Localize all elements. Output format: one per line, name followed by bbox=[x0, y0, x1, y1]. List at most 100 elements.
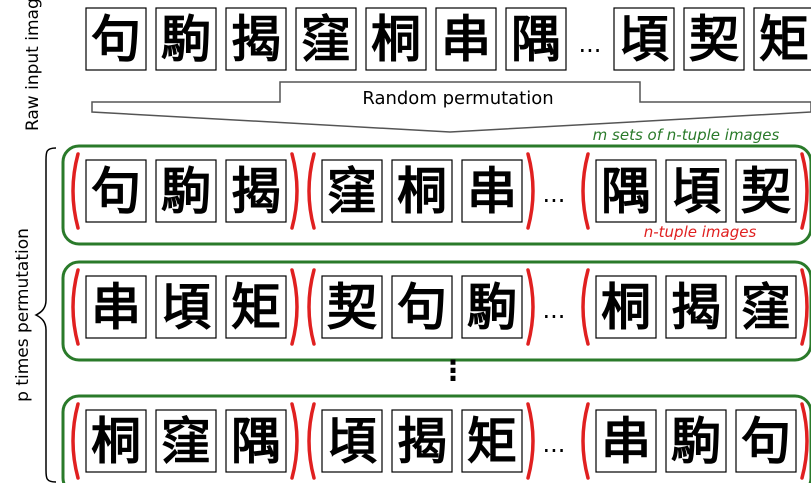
glyph-text: 矩 bbox=[231, 277, 281, 336]
tuple-bracket-left bbox=[307, 402, 316, 480]
glyph-text: 揭 bbox=[397, 411, 447, 470]
image-frame bbox=[155, 7, 217, 71]
tuple-image: 句 bbox=[735, 409, 797, 473]
image-frame bbox=[735, 409, 797, 473]
raw-image-4: 桐 bbox=[365, 7, 427, 71]
tuple-image: 串 bbox=[595, 409, 657, 473]
tuple-image: 句 bbox=[391, 275, 453, 339]
tuple-bracket-right bbox=[290, 152, 299, 230]
raw-image-8: 契 bbox=[683, 7, 745, 71]
tuple-bracket-right bbox=[800, 402, 809, 480]
tuple-bracket-right bbox=[526, 268, 535, 346]
ntuple-group: 桐窪隅 bbox=[71, 402, 299, 480]
glyph-text: 桐 bbox=[91, 411, 141, 470]
raw-ellipsis: ... bbox=[579, 30, 602, 58]
row-ellipsis: ... bbox=[543, 296, 566, 324]
image-frame bbox=[155, 409, 217, 473]
tuple-bracket-left bbox=[71, 152, 80, 230]
ntuple-group: 串駒句 bbox=[581, 402, 809, 480]
image-frame bbox=[225, 409, 287, 473]
image-frame bbox=[295, 7, 357, 71]
tuple-image: 駒 bbox=[461, 275, 523, 339]
tuple-image: 契 bbox=[321, 275, 383, 339]
tuple-image: 頃 bbox=[665, 159, 727, 223]
image-frame bbox=[321, 409, 383, 473]
tuple-image: 駒 bbox=[665, 409, 727, 473]
tuple-image: 頃 bbox=[321, 409, 383, 473]
tuple-image: 隅 bbox=[225, 409, 287, 473]
image-frame bbox=[85, 275, 147, 339]
tuple-image: 隅 bbox=[595, 159, 657, 223]
glyph-text: 揭 bbox=[231, 161, 281, 220]
image-frame bbox=[155, 159, 217, 223]
ntuple-group: 隅頃契 bbox=[581, 152, 809, 230]
raw-image-1: 駒 bbox=[155, 7, 217, 71]
tuple-image: 駒 bbox=[155, 159, 217, 223]
glyph-text: 窪 bbox=[741, 277, 791, 336]
tuple-bracket-right bbox=[800, 268, 809, 346]
tuple-bracket-left bbox=[581, 268, 590, 346]
tuple-image: 桐 bbox=[85, 409, 147, 473]
glyph-text: 串 bbox=[91, 277, 141, 336]
ntuple-group: 串頃矩 bbox=[71, 268, 299, 346]
tuple-image: 揭 bbox=[391, 409, 453, 473]
image-frame bbox=[391, 159, 453, 223]
image-frame bbox=[665, 409, 727, 473]
permutation-rows: 句駒揭窪桐串隅頃契...串頃矩契句駒桐揭窪...桐窪隅頃揭矩串駒句... bbox=[61, 144, 811, 483]
tuple-image: 串 bbox=[461, 159, 523, 223]
glyph-text: 句 bbox=[741, 411, 791, 470]
glyph-text: 駒 bbox=[161, 161, 211, 220]
row-ellipsis: ... bbox=[543, 430, 566, 458]
tuple-image: 串 bbox=[85, 275, 147, 339]
glyph-text: 揭 bbox=[231, 9, 281, 68]
glyph-text: 桐 bbox=[371, 9, 421, 68]
tuple-bracket-right bbox=[526, 152, 535, 230]
image-frame bbox=[613, 7, 675, 71]
tuple-bracket-left bbox=[581, 152, 590, 230]
glyph-text: 駒 bbox=[161, 9, 211, 68]
tuple-image: 矩 bbox=[461, 409, 523, 473]
image-frame bbox=[391, 275, 453, 339]
vertical-ellipsis: ⋮ bbox=[439, 354, 467, 387]
glyph-text: 串 bbox=[441, 9, 491, 68]
tuple-bracket-left bbox=[581, 402, 590, 480]
random-permutation-label: Random permutation bbox=[362, 88, 553, 109]
tuple-image: 桐 bbox=[595, 275, 657, 339]
tuple-image: 契 bbox=[735, 159, 797, 223]
glyph-text: 頃 bbox=[619, 9, 669, 68]
tuple-bracket-left bbox=[307, 268, 316, 346]
tuple-image: 頃 bbox=[155, 275, 217, 339]
raw-image-6: 隅 bbox=[505, 7, 567, 71]
image-frame bbox=[461, 159, 523, 223]
glyph-text: 隅 bbox=[511, 9, 561, 68]
glyph-text: 隅 bbox=[231, 411, 281, 470]
image-frame bbox=[321, 159, 383, 223]
image-frame bbox=[683, 7, 745, 71]
set-container bbox=[61, 144, 811, 246]
image-frame bbox=[595, 409, 657, 473]
raw-input-images: 句駒揭窪桐串隅頃契矩 bbox=[85, 7, 811, 71]
tuple-image: 窪 bbox=[155, 409, 217, 473]
ntuple-group: 契句駒 bbox=[307, 268, 535, 346]
permutation-row-2: 桐窪隅頃揭矩串駒句... bbox=[61, 394, 811, 483]
glyph-text: 契 bbox=[741, 161, 792, 220]
tuple-bracket-right bbox=[290, 268, 299, 346]
glyph-text: 句 bbox=[397, 277, 447, 336]
tuple-bracket-right bbox=[526, 402, 535, 480]
image-frame bbox=[461, 409, 523, 473]
tuple-image: 桐 bbox=[391, 159, 453, 223]
p-times-brace bbox=[34, 147, 57, 483]
image-frame bbox=[435, 7, 497, 71]
glyph-text: 隅 bbox=[601, 161, 651, 220]
glyph-text: 窪 bbox=[301, 9, 351, 68]
raw-image-2: 揭 bbox=[225, 7, 287, 71]
tuple-image: 窪 bbox=[321, 159, 383, 223]
set-container bbox=[61, 394, 811, 483]
glyph-text: 桐 bbox=[601, 277, 651, 336]
glyph-text: 契 bbox=[689, 9, 740, 68]
glyph-text: 窪 bbox=[161, 411, 211, 470]
image-frame bbox=[665, 159, 727, 223]
set-container bbox=[61, 260, 811, 362]
image-frame bbox=[505, 7, 567, 71]
permutation-row-1: 串頃矩契句駒桐揭窪... bbox=[61, 260, 811, 362]
